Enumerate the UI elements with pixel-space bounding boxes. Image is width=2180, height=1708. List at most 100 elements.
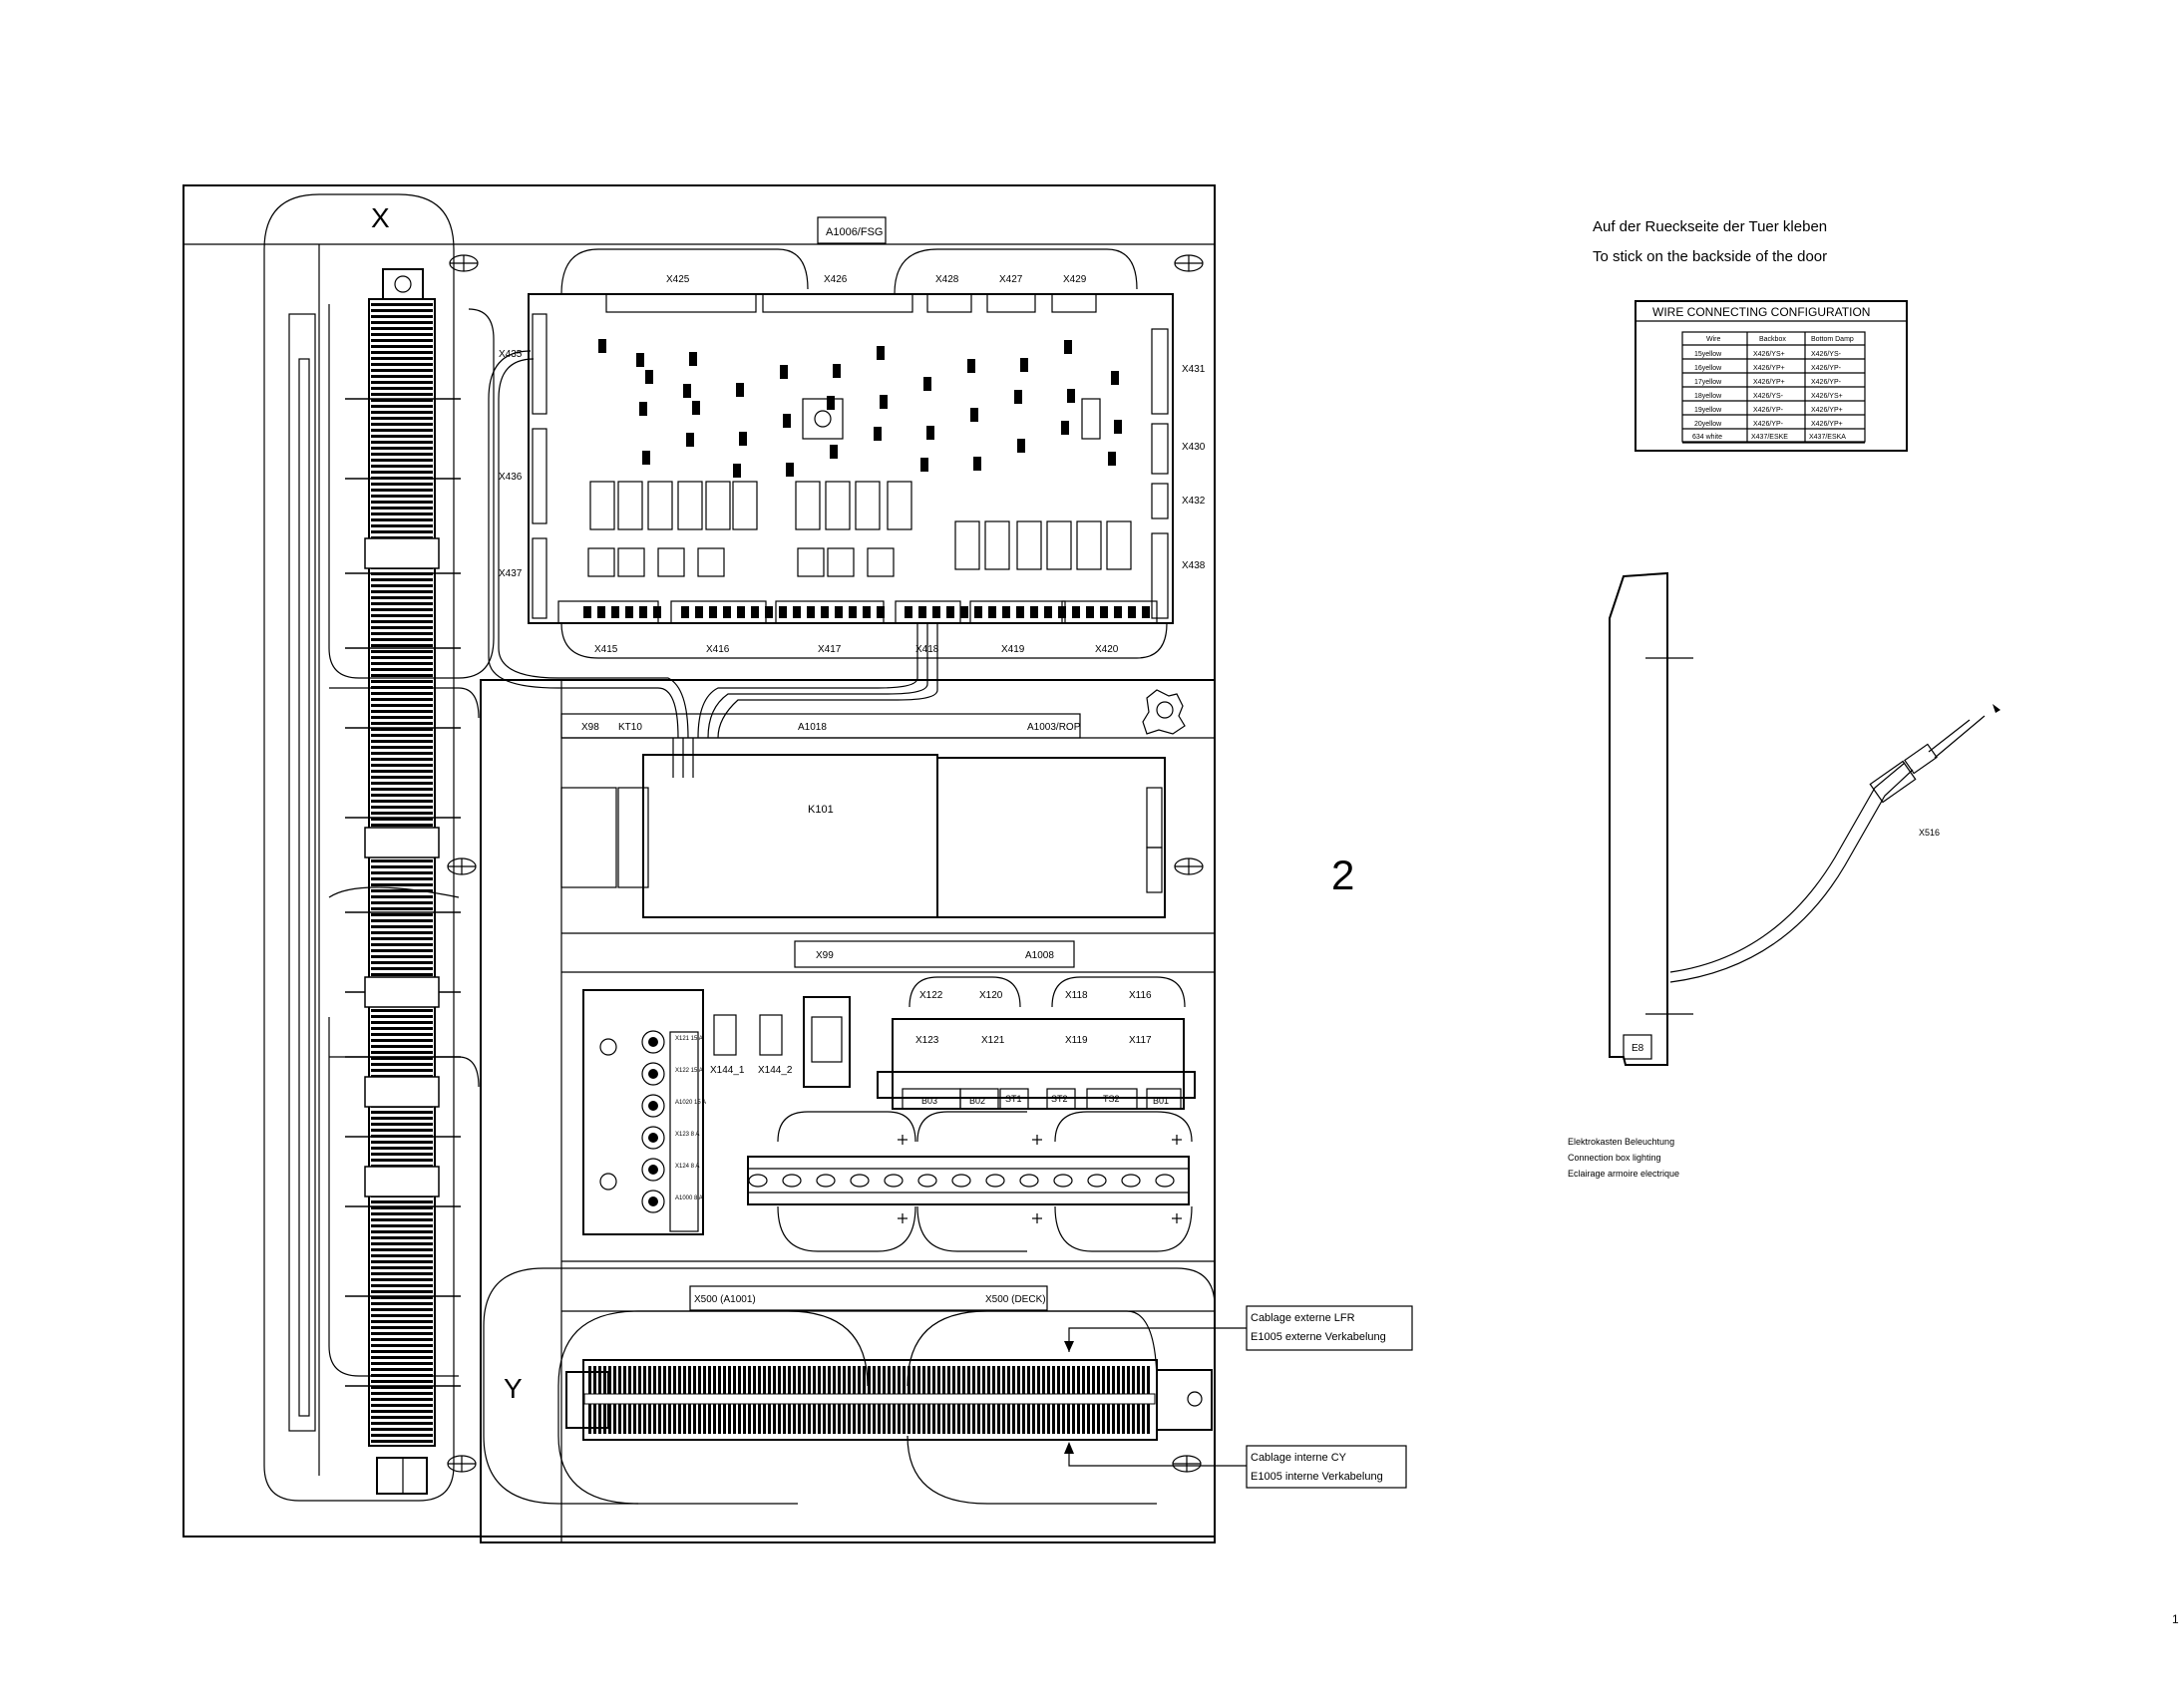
terminal-block [371,387,433,390]
terminal-block [371,1386,433,1389]
terminal-block [371,1123,433,1126]
component [736,383,744,397]
terminal-block [371,889,433,892]
callout-external-line2: E1005 externe Verkabelung [1251,1331,1386,1343]
x500-deck-label: X500 (DECK) [985,1294,1046,1305]
terminal-block [371,590,433,593]
relay [1076,520,1102,570]
terminal-block [371,411,433,414]
wire-r5-c2: X426/YP- [1753,407,1784,414]
terminal-block [371,1159,433,1162]
terminal-block [371,1356,433,1359]
fuse-core [648,1165,658,1175]
connector-x425: X425 [666,274,690,285]
terminal-block [371,722,433,725]
connector-x116: X116 [1129,990,1152,1001]
wire-col-bottom: Bottom Damp [1811,336,1854,343]
terminal-block [371,1338,433,1341]
terminal-block [371,1350,433,1353]
plus-markers [898,1135,1182,1223]
ic [797,547,825,577]
terminal-block [371,1392,433,1395]
terminal-block [371,1015,433,1018]
fuse-label: X122 15 A [675,1068,703,1074]
connector-x415: X415 [594,644,618,655]
terminal-block [371,512,433,515]
terminal-block [371,632,433,635]
terminal-block [371,501,433,504]
rail-hole [884,1174,904,1188]
fuse-core [648,1133,658,1143]
connector-x420: X420 [1095,644,1119,655]
relay [954,520,980,570]
ic [867,547,895,577]
component [880,395,888,409]
terminal-block [371,925,433,928]
fuse-holder [641,1190,665,1213]
relay-k101: K101 [808,804,834,816]
terminal-block [371,327,433,330]
terminal-block [371,1416,433,1419]
connector-x118: X118 [1065,990,1088,1001]
terminal-block [371,859,433,862]
terminal-block [371,824,433,827]
connector-x430: X430 [1182,442,1206,453]
pin-header [681,606,689,618]
terminal-block [371,1230,433,1233]
relay [855,481,881,530]
terminal-block [371,507,433,510]
terminal-block [371,1117,433,1120]
connector-x119: X119 [1065,1035,1088,1046]
terminal-strip-y-area: Y X500 (A1001) X500 (DECK) [483,1267,1216,1505]
terminal-block [371,704,433,707]
rail-row-1: X98 KT10 A1018 A1003/ROP [560,689,1186,739]
connector-x437: X437 [499,568,523,579]
callout-external: Cablage externe LFR E1005 externe Verkab… [1064,1305,1413,1352]
label-a1008: A1008 [1025,950,1054,961]
pin-header [807,606,815,618]
terminal-block [371,1296,433,1299]
terminal-block [371,728,433,731]
component [923,377,931,391]
connector-x122: X122 [919,990,943,1001]
pin-header [793,606,801,618]
terminal-block [371,578,433,581]
pin-header [877,606,885,618]
terminal-block [371,345,433,348]
rail-row-2: X99 A1008 [794,940,1075,968]
terminal-block [371,465,433,468]
callout-internal: Cablage interne CY E1005 interne Verkabe… [1064,1442,1407,1489]
fuse-core [648,1101,658,1111]
terminal-block [371,1039,433,1042]
terminal-block [371,1278,433,1281]
component [1017,439,1025,453]
rail-hole [951,1174,971,1188]
wire-r5-c3: X426/YP+ [1811,407,1843,414]
pin-header [695,606,703,618]
terminal-block [371,877,433,880]
terminal-block [371,363,433,366]
slot-b02: B02 [969,1096,985,1106]
top-board-a1006: A1006/FSG X425 X426 X428 X427 X429 X435 … [499,216,1206,659]
terminal-block [371,1290,433,1293]
x500-a1001-label: X500 (A1001) [694,1294,756,1305]
terminal-block [371,608,433,611]
wire-r2-c3: X426/YP- [1811,365,1842,372]
terminal-block [371,656,433,659]
terminal-block [371,524,433,527]
relay [984,520,1010,570]
wire-r3-c3: X426/YP- [1811,379,1842,386]
component [689,352,697,366]
component [645,370,653,384]
label-a1018: A1018 [798,722,827,733]
terminal-marker [364,827,440,858]
rail-hole [1019,1174,1039,1188]
terminal-block [371,955,433,958]
wire-r4-c3: X426/YS+ [1811,393,1843,400]
component [1061,421,1069,435]
terminal-block [371,1428,433,1431]
relay [677,481,703,530]
terminal-block [371,447,433,450]
terminal-block [371,865,433,868]
